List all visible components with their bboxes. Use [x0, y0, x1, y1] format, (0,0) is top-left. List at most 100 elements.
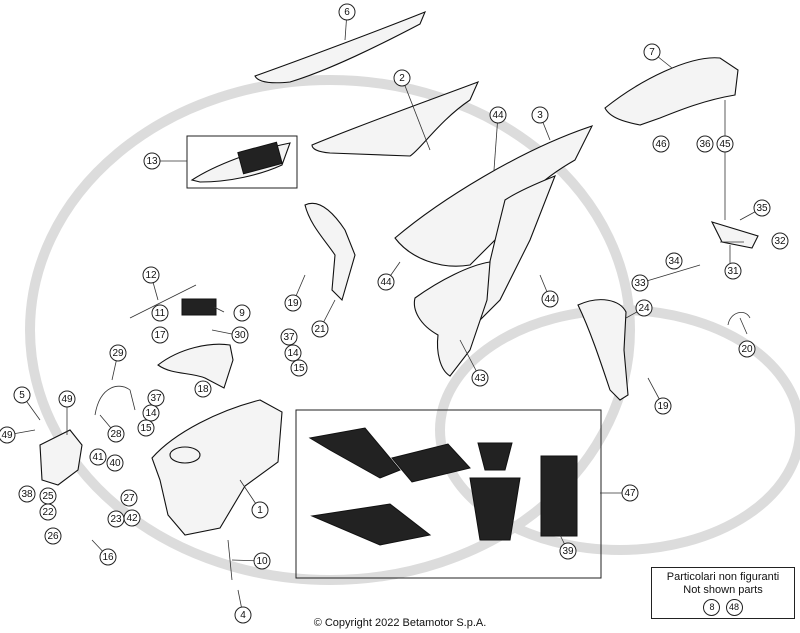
callout-40: 40	[106, 454, 124, 472]
callout-47: 47	[621, 484, 639, 502]
callout-label: 44	[492, 110, 504, 121]
callout-16: 16	[99, 548, 117, 566]
callout-41: 41	[89, 448, 107, 466]
callout-1: 1	[251, 501, 269, 519]
fuel-cap-ring	[169, 446, 201, 464]
callout-layer: 1234567891011121314141515161718191920212…	[0, 3, 789, 624]
frame-guard-right	[577, 299, 629, 401]
callout-label: 37	[150, 393, 162, 404]
callout-label: 35	[756, 203, 768, 214]
callout-15: 15	[290, 359, 308, 377]
callout-28: 28	[107, 425, 125, 443]
callout-label: 38	[21, 489, 33, 500]
callout-label: 46	[655, 139, 667, 150]
callout-label: 31	[727, 266, 739, 277]
callout-label: 32	[774, 236, 786, 247]
fuel-tap	[227, 539, 233, 581]
callout-31: 31	[724, 262, 742, 280]
seat-detail-box	[186, 135, 298, 189]
rear-fender	[604, 57, 739, 126]
callout-4: 4	[234, 606, 252, 624]
callout-32: 32	[771, 232, 789, 250]
callout-label: 15	[293, 363, 305, 374]
callout-39: 39	[559, 542, 577, 560]
callout-25: 25	[39, 487, 57, 505]
callout-label: 41	[92, 452, 104, 463]
callout-20: 20	[738, 340, 756, 358]
callout-label: 6	[344, 7, 350, 18]
callout-49: 49	[0, 426, 16, 444]
fuel-cap	[181, 298, 217, 316]
callout-44: 44	[541, 290, 559, 308]
callout-14: 14	[284, 344, 302, 362]
callout-label: 45	[719, 139, 731, 150]
not-shown-title: Particolari non figuranti	[666, 571, 780, 583]
callout-label: 49	[61, 394, 73, 405]
decal-shroud	[308, 427, 401, 479]
callout-49: 49	[58, 390, 76, 408]
side-panel-upper	[394, 125, 594, 267]
seat-cover-pattern	[237, 141, 283, 175]
callout-label: 12	[145, 270, 157, 281]
not-shown-subtitle: Not shown parts	[683, 584, 763, 596]
callout-label: 18	[197, 384, 209, 395]
callout-label: 4	[240, 610, 246, 621]
callout-label: 14	[287, 348, 299, 359]
callout-label: 27	[123, 493, 135, 504]
callout-label: 42	[126, 513, 138, 524]
rim-stickers	[540, 455, 578, 537]
callout-11: 11	[151, 304, 169, 322]
not-shown-parts-box: Particolari non figuranti Not shown part…	[651, 567, 795, 619]
callout-19: 19	[284, 294, 302, 312]
callout-label: 24	[638, 303, 650, 314]
callout-label: 14	[145, 408, 157, 419]
callout-label: 36	[699, 139, 711, 150]
callout-6: 6	[338, 3, 356, 21]
callout-19: 19	[654, 397, 672, 415]
decals-box	[295, 409, 602, 579]
callout-label: 11	[155, 308, 166, 319]
callout-17: 17	[151, 326, 169, 344]
callout-33: 33	[631, 274, 649, 292]
callout-label: 9	[239, 308, 245, 319]
callout-15: 15	[137, 419, 155, 437]
callout-label: 3	[537, 110, 543, 121]
callout-label: 28	[110, 429, 122, 440]
callout-label: 1	[257, 505, 263, 516]
decal-fork	[469, 477, 521, 541]
callout-label: 43	[474, 373, 486, 384]
callout-34: 34	[665, 252, 683, 270]
callout-label: 25	[42, 491, 54, 502]
callout-37: 37	[280, 328, 298, 346]
callout-21: 21	[311, 320, 329, 338]
callout-label: 44	[544, 294, 556, 305]
callout-44: 44	[489, 106, 507, 124]
callout-label: 34	[668, 256, 680, 267]
callout-label: 26	[47, 531, 59, 542]
callout-13: 13	[143, 152, 161, 170]
callout-22: 22	[39, 503, 57, 521]
callout-45: 45	[716, 135, 734, 153]
plate-bracket	[710, 221, 759, 249]
callout-label: 19	[657, 401, 669, 412]
callout-label: 15	[140, 423, 152, 434]
seat-upper	[254, 11, 427, 84]
callout-27: 27	[120, 489, 138, 507]
tank-cover	[157, 343, 234, 389]
frame-guard-left	[304, 202, 356, 302]
callout-26: 26	[44, 527, 62, 545]
callout-23: 23	[107, 510, 125, 528]
callout-label: 44	[380, 277, 392, 288]
callout-label: 13	[146, 156, 158, 167]
callout-label: 23	[110, 514, 122, 525]
callout-18: 18	[194, 380, 212, 398]
fuel-tank	[151, 399, 283, 536]
callout-label: 16	[102, 552, 114, 563]
cable-clip	[727, 311, 751, 326]
callout-label: 49	[1, 430, 13, 441]
callout-label: 29	[112, 348, 124, 359]
callout-label: 47	[624, 488, 636, 499]
not-shown-ref: 48	[725, 599, 743, 616]
seat-lower	[311, 81, 480, 157]
callout-46: 46	[652, 135, 670, 153]
